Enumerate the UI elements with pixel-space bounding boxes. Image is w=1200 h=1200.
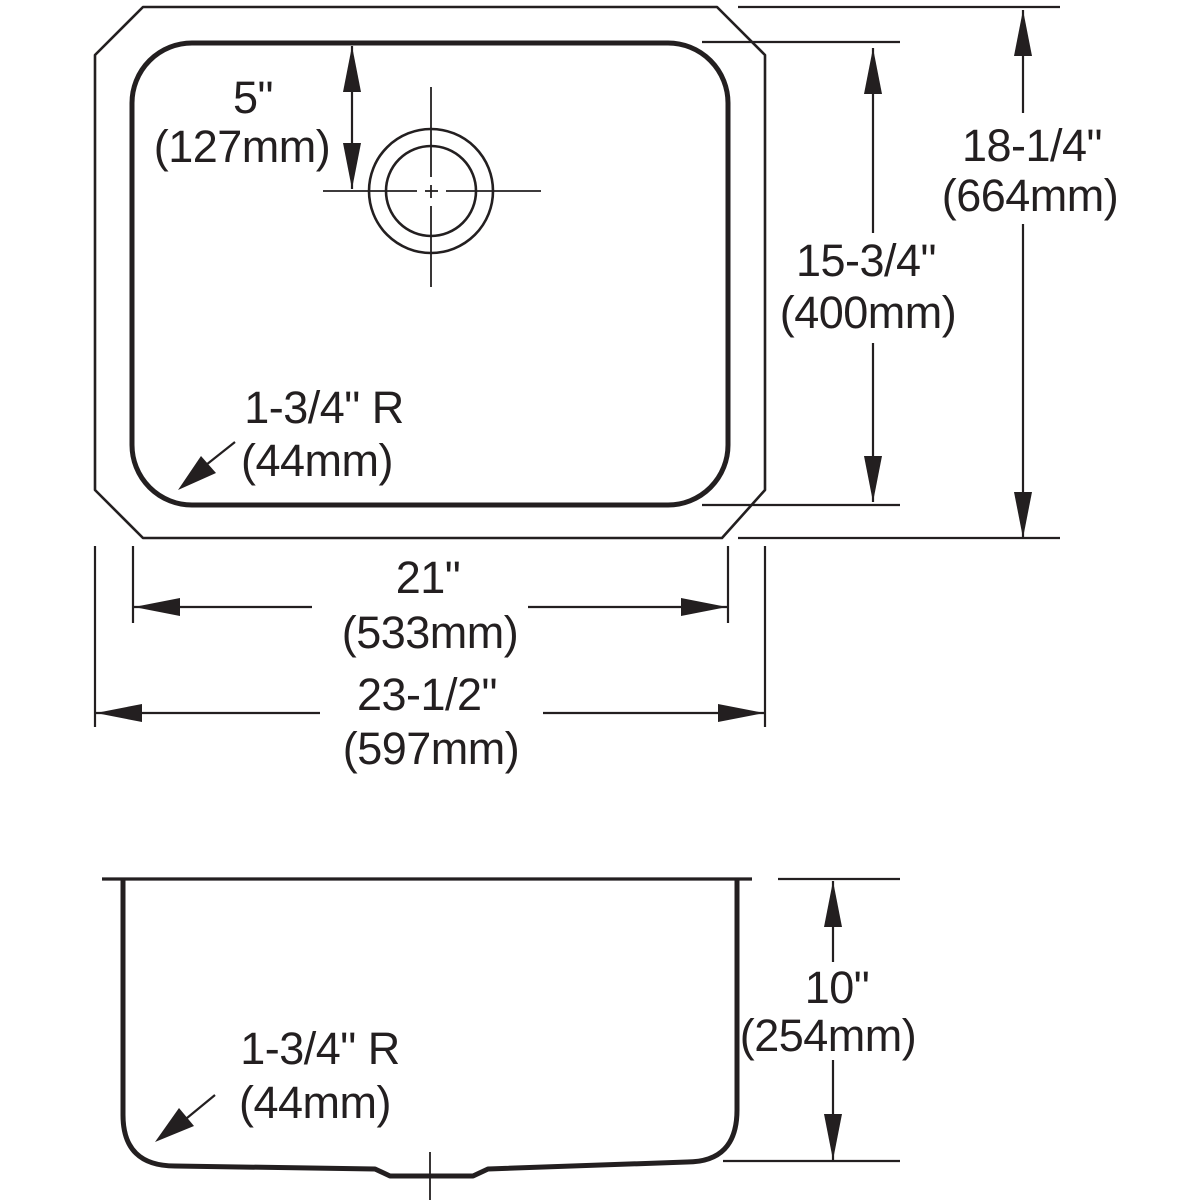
dim-bowl-width: 21" (533mm)	[131, 546, 730, 658]
bowl-profile	[120, 879, 740, 1179]
callout-corner-radius-side: 1-3/4" R (44mm)	[155, 1023, 400, 1142]
bowl-outline	[129, 40, 731, 508]
dim-bowl-width-inches: 21"	[396, 552, 461, 603]
dim-bowl-depth-inches: 15-3/4"	[796, 235, 936, 286]
dim-hole-offset-metric: (127mm)	[154, 121, 331, 172]
radius-metric-plan: (44mm)	[241, 435, 393, 486]
dim-overall-width-metric: (597mm)	[343, 723, 520, 774]
arrowhead-left-icon	[134, 598, 180, 616]
radius-metric-side: (44mm)	[239, 1077, 391, 1128]
arrowhead-down-icon	[824, 1114, 842, 1160]
rim-outline	[93, 5, 767, 540]
radius-label-side: 1-3/4" R	[240, 1023, 400, 1074]
dim-overall-depth: 18-1/4" (664mm)	[738, 5, 1119, 540]
arrowhead-up-icon	[864, 48, 882, 94]
dim-overall-depth-metric: (664mm)	[942, 170, 1119, 221]
arrowhead-left-icon	[96, 704, 142, 722]
dim-hole-offset-inches: 5"	[233, 72, 273, 123]
dim-bowl-depth: 15-3/4" (400mm)	[702, 40, 957, 507]
arrowhead-up-icon	[824, 881, 842, 927]
dim-bowl-height: 10" (254mm)	[723, 877, 917, 1163]
side-view: 1-3/4" R (44mm) 10" (254mm)	[102, 877, 917, 1200]
leader-arrowhead-icon	[155, 1108, 194, 1142]
dim-bowl-height-inches: 10"	[805, 962, 870, 1013]
arrowhead-right-icon	[681, 598, 727, 616]
dim-hole-offset: 5" (127mm)	[154, 46, 361, 189]
dim-bowl-width-metric: (533mm)	[342, 607, 519, 658]
arrowhead-up-icon	[1014, 10, 1032, 56]
dim-bowl-depth-metric: (400mm)	[780, 287, 957, 338]
arrowhead-up-icon	[343, 46, 361, 92]
arrowhead-down-icon	[864, 456, 882, 502]
arrowhead-down-icon	[1014, 492, 1032, 538]
callout-corner-radius-plan: 1-3/4" R (44mm)	[178, 382, 404, 490]
leader-line	[186, 1094, 216, 1119]
radius-label-plan: 1-3/4" R	[244, 382, 404, 433]
dim-overall-depth-inches: 18-1/4"	[962, 120, 1102, 171]
dim-bowl-height-metric: (254mm)	[740, 1010, 917, 1061]
arrowhead-right-icon	[718, 704, 764, 722]
leader-line	[205, 441, 236, 466]
dim-overall-width-inches: 23-1/2"	[357, 669, 497, 720]
plan-view: 5" (127mm) 1-3/4" R (44mm) 15-3/4" (400m…	[93, 5, 1119, 774]
dim-overall-width: 23-1/2" (597mm)	[93, 546, 767, 774]
arrowhead-down-icon	[343, 143, 361, 189]
leader-arrowhead-icon	[178, 456, 216, 490]
